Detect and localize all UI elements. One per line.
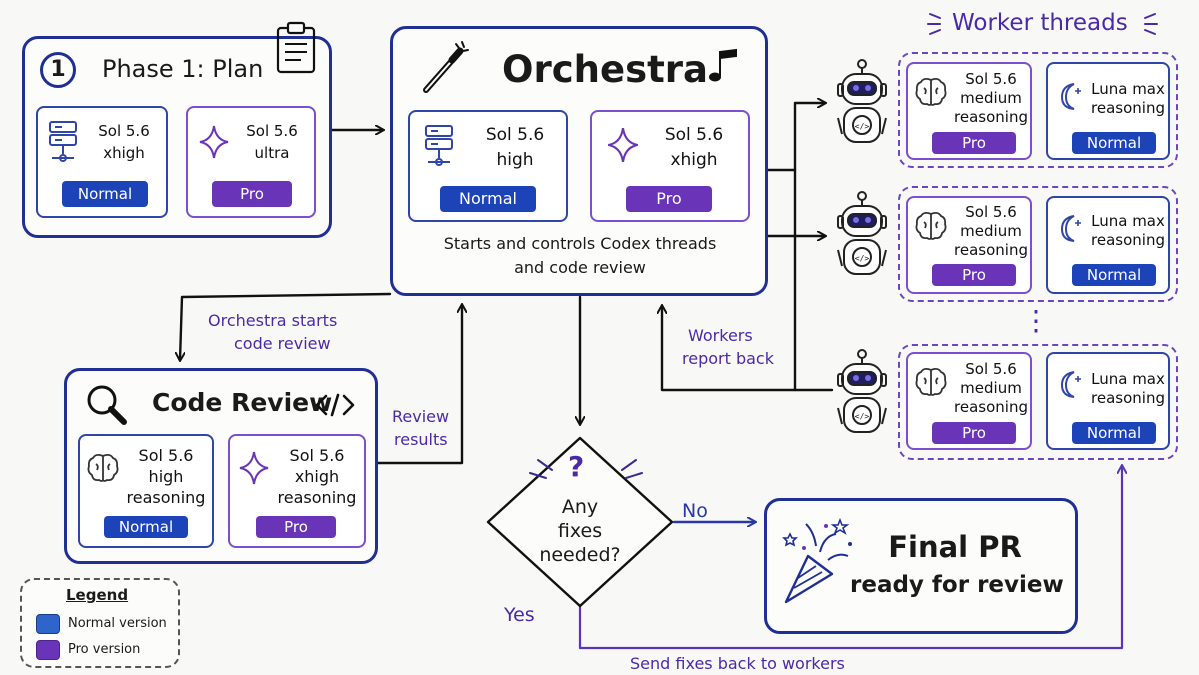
decision-line2: fixes: [557, 520, 603, 542]
worker-2-normal-badge: Normal: [1072, 264, 1156, 286]
plan-normal-badge: Normal: [62, 181, 148, 207]
label-workers-report-line1: Workers: [688, 326, 753, 345]
moon-icon: [1054, 368, 1086, 400]
legend-pro-swatch: [36, 640, 60, 660]
label-orchestra-starts-line2: code review: [234, 334, 331, 353]
worker-3-pro-line1: Sol 5.6: [965, 360, 1017, 378]
party-popper-icon: [776, 512, 856, 612]
robot-icon: </>: [832, 190, 892, 284]
review-normal-badge: Normal: [104, 516, 188, 538]
orchestra-description-line2: and code review: [514, 258, 646, 277]
worker-1-pro-badge: Pro: [932, 132, 1016, 154]
plan-pro-badge: Pro: [212, 181, 292, 207]
review-pro-line2: xhigh: [294, 467, 340, 486]
label-send-fixes: Send fixes back to workers: [630, 654, 845, 673]
burst-marks: [529, 459, 643, 479]
final-pr-title: Final PR: [888, 530, 1022, 564]
plan-normal-model-name: Sol 5.6: [98, 122, 150, 140]
code-review-title: Code Review: [152, 388, 333, 417]
label-review-results-line2: results: [394, 430, 448, 449]
plan-pro-model-level: ultra: [254, 144, 290, 162]
label-yes: Yes: [504, 604, 535, 626]
clipboard-icon: [275, 20, 319, 76]
orchestra-title: Orchestra: [502, 48, 708, 91]
step-number-badge: 1: [40, 52, 76, 88]
worker-3-pro-line2: medium: [960, 379, 1022, 397]
svg-text:</>: </>: [855, 122, 870, 131]
label-no: No: [682, 500, 708, 522]
worker-2-pro-line3: reasoning: [954, 241, 1028, 259]
legend-normal-swatch: [36, 614, 60, 634]
sparkle-icon: [238, 450, 270, 486]
worker-thread-2-panel: [898, 186, 1178, 302]
worker-thread-1-panel: [898, 52, 1178, 168]
worker-3-normal-line1: Luna max: [1091, 370, 1165, 388]
review-normal-line3: reasoning: [126, 488, 206, 507]
worker-thread-3-panel: [898, 344, 1178, 460]
final-pr-subtitle: ready for review: [850, 572, 1064, 598]
worker-2-pro-line2: medium: [960, 222, 1022, 240]
brain-icon: [914, 210, 948, 242]
svg-text:</>: </>: [855, 254, 870, 263]
orchestra-normal-model-level: high: [496, 150, 534, 170]
worker-3-normal-badge: Normal: [1072, 422, 1156, 444]
review-normal-line2: high: [148, 467, 184, 486]
legend-normal-label: Normal version: [68, 616, 167, 631]
orchestra-pro-model-name: Sol 5.6: [664, 125, 724, 145]
sparkle-icon: [606, 126, 640, 164]
worker-3-pro-line3: reasoning: [954, 398, 1028, 416]
orchestra-normal-model-name: Sol 5.6: [485, 125, 545, 145]
svg-text:</>: </>: [855, 412, 870, 421]
worker-1-pro-line3: reasoning: [954, 108, 1028, 126]
moon-icon: [1054, 212, 1086, 244]
label-orchestra-starts-line1: Orchestra starts: [208, 311, 338, 330]
label-review-results-line1: Review: [392, 407, 450, 426]
plan-title: Phase 1: Plan: [102, 55, 264, 83]
worker-1-pro-line2: medium: [960, 89, 1022, 107]
orchestra-pro-model-level: xhigh: [670, 150, 718, 170]
worker-3-pro-badge: Pro: [932, 422, 1016, 444]
code-tag-icon: [314, 392, 356, 418]
worker-3-normal-line2: reasoning: [1091, 389, 1165, 407]
decision-line3: needed?: [539, 544, 621, 566]
orchestra-normal-badge: Normal: [440, 186, 536, 212]
moon-icon: [1054, 80, 1086, 112]
decision-question-mark: ?: [568, 450, 585, 483]
server-icon: [48, 120, 78, 166]
sparkle-icon: [198, 124, 230, 160]
arrow-orchestra-to-workers: [766, 103, 825, 172]
decision-line1: Any: [561, 496, 599, 518]
music-note-icon: [708, 46, 740, 84]
worker-2-pro-line1: Sol 5.6: [965, 203, 1017, 221]
review-pro-badge: Pro: [256, 516, 336, 538]
review-pro-line3: reasoning: [277, 488, 357, 507]
robot-icon: </>: [832, 348, 892, 442]
review-pro-line1: Sol 5.6: [289, 446, 345, 465]
plan-normal-model-level: xhigh: [103, 144, 145, 162]
worker-2-normal-line1: Luna max: [1091, 212, 1165, 230]
orchestra-pro-badge: Pro: [626, 186, 712, 212]
worker-1-normal-badge: Normal: [1072, 132, 1156, 154]
label-workers-report-line2: report back: [682, 349, 774, 368]
orchestra-description-line1: Starts and controls Codex threads: [443, 234, 717, 253]
brain-icon: [86, 452, 120, 484]
worker-1-pro-line1: Sol 5.6: [965, 70, 1017, 88]
brain-icon: [914, 366, 948, 398]
workers-ellipsis: ⋮: [1022, 304, 1050, 337]
worker-1-normal-line1: Luna max: [1091, 80, 1165, 98]
magic-wand-icon: [420, 38, 472, 96]
server-icon: [424, 124, 454, 170]
workers-title: Worker threads: [952, 10, 1128, 36]
legend-title: Legend: [66, 586, 129, 604]
worker-2-pro-badge: Pro: [932, 264, 1016, 286]
magnifier-icon: [84, 382, 130, 428]
legend-pro-label: Pro version: [68, 642, 141, 657]
review-normal-line1: Sol 5.6: [138, 446, 194, 465]
robot-icon: </>: [832, 58, 892, 152]
plan-pro-model-name: Sol 5.6: [246, 122, 298, 140]
worker-1-normal-line2: reasoning: [1091, 99, 1165, 117]
brain-icon: [914, 76, 948, 108]
worker-2-normal-line2: reasoning: [1091, 231, 1165, 249]
